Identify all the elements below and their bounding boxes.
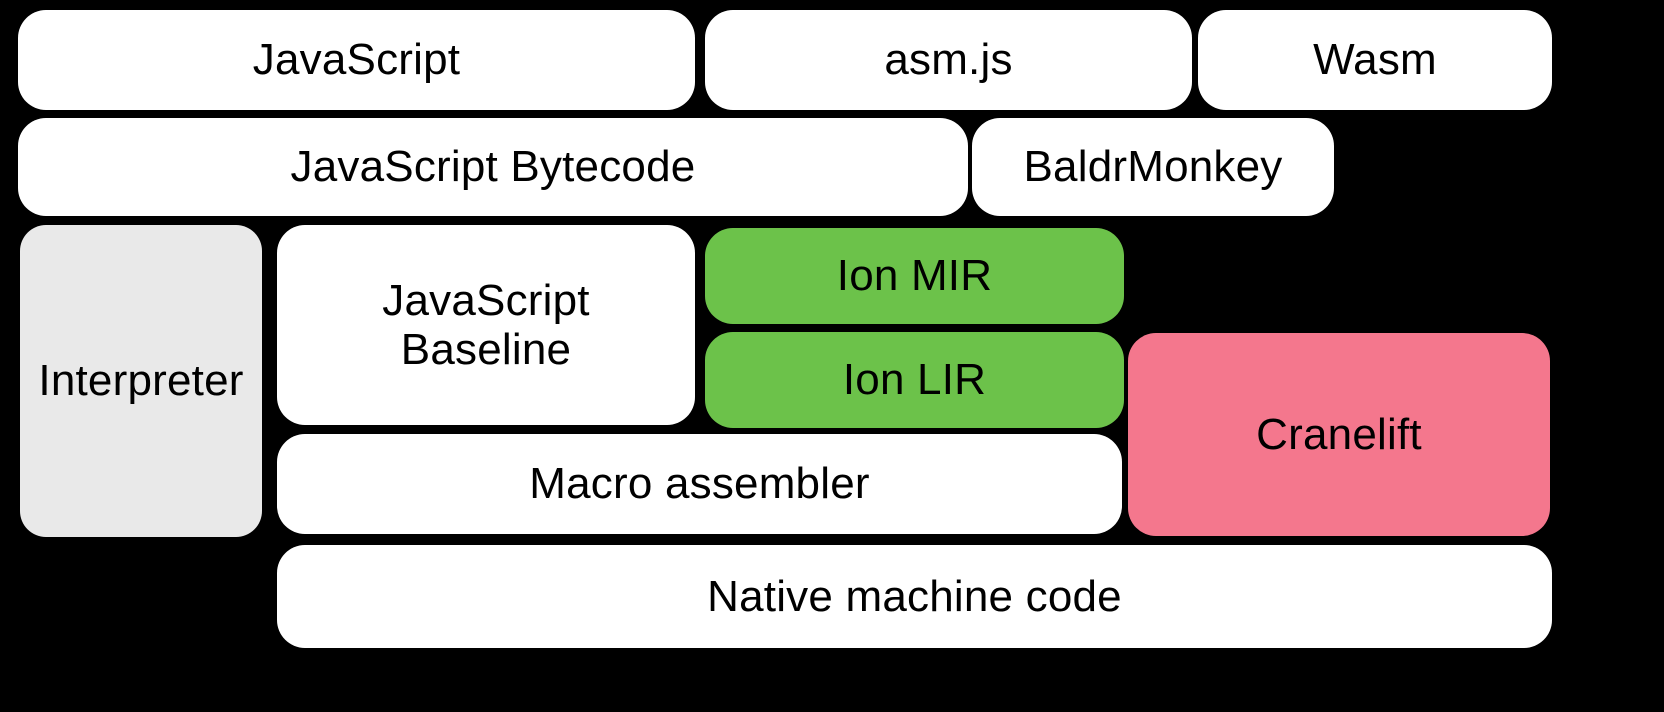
- node-wasm: Wasm: [1198, 10, 1552, 110]
- node-interpreter: Interpreter: [20, 225, 262, 537]
- node-native-machine-code: Native machine code: [277, 545, 1552, 648]
- node-javascript-bytecode: JavaScript Bytecode: [18, 118, 968, 216]
- node-javascript-baseline: JavaScript Baseline: [277, 225, 695, 425]
- node-ion-mir: Ion MIR: [705, 228, 1124, 324]
- node-cranelift: Cranelift: [1128, 333, 1550, 536]
- node-ion-lir: Ion LIR: [705, 332, 1124, 428]
- node-asm-js: asm.js: [705, 10, 1192, 110]
- node-macro-assembler: Macro assembler: [277, 434, 1122, 534]
- node-baldrmonkey: BaldrMonkey: [972, 118, 1334, 216]
- node-javascript: JavaScript: [18, 10, 695, 110]
